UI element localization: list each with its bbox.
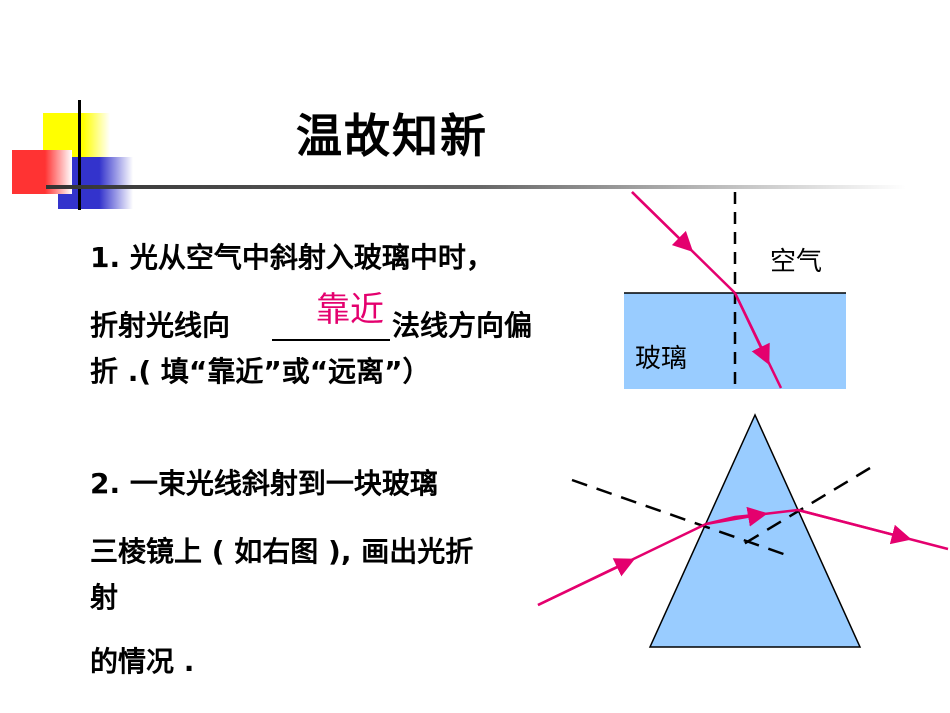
ornament-vertical-line	[78, 100, 81, 210]
incident-ray-arrow	[631, 191, 694, 253]
emergent-ray-arrow	[797, 508, 912, 545]
ornament-horizontal-line	[46, 185, 906, 189]
q2-line3: 射	[90, 581, 119, 614]
glass-label: 玻璃	[635, 344, 688, 374]
q1-line2-pre: 折射光线向	[90, 309, 231, 342]
prism-diagram	[537, 413, 949, 648]
incident-ray-prism-arrow	[537, 558, 636, 607]
q1-line2-post: 法线方向偏	[392, 309, 533, 342]
glass-prism	[648, 413, 862, 648]
q1-answer: 靠近	[316, 290, 384, 330]
q2-line4: 的情况 .	[90, 645, 195, 678]
air-label: 空气	[770, 247, 823, 277]
q1-blank	[272, 339, 390, 341]
title-ornament	[0, 0, 950, 220]
page-title: 温故知新	[296, 109, 488, 163]
refraction-diagram	[624, 191, 846, 389]
q1-line3: 折 .( 填“靠近”或“远离”）	[90, 355, 431, 388]
q2-line1: 2. 一束光线斜射到一块玻璃	[90, 467, 438, 500]
q1-line1: 1. 光从空气中斜射入玻璃中时，	[90, 241, 494, 274]
refracted-ray-arrow	[733, 292, 770, 366]
normal-line-left	[571, 478, 793, 559]
q2-line2: 三棱镜上 ( 如右图 ), 画出光折	[90, 535, 474, 568]
inner-ray-arrow	[705, 506, 768, 527]
